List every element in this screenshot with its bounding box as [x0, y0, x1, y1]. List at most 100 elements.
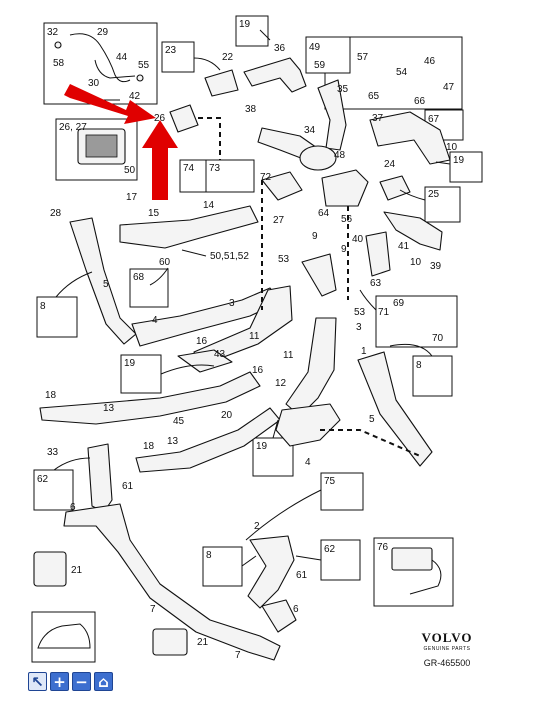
frame-25: [424, 186, 461, 223]
leader-19-mid: [160, 364, 215, 375]
callout: 29: [97, 27, 109, 38]
callout: 18: [143, 441, 155, 452]
callout: 73: [209, 163, 221, 174]
module-76: [391, 547, 433, 571]
zoom-out-icon[interactable]: −: [72, 672, 91, 691]
leader-75: [245, 489, 322, 541]
duct-37: [369, 111, 451, 165]
callout: 41: [398, 241, 410, 252]
callout: 48: [334, 150, 346, 161]
callout: 3: [356, 322, 362, 333]
red-arrow-diagonal: [64, 84, 156, 124]
callout: 5: [103, 279, 109, 290]
duct-26: [169, 104, 199, 133]
duct-2-61: [247, 535, 295, 609]
callout: 11: [249, 331, 260, 342]
vent-24: [379, 175, 411, 201]
callout: 50,51,52: [210, 251, 249, 262]
diagram-reference: GR-465500: [423, 658, 471, 668]
callout: 53: [278, 254, 290, 265]
frame-69-70: [375, 295, 458, 348]
callout: 72: [260, 172, 272, 183]
frame-62-bottom: [320, 539, 361, 581]
cable-30-44: [94, 59, 136, 79]
frame-8-bottom: [202, 546, 243, 587]
pointer-icon[interactable]: ↖: [28, 672, 47, 691]
clip-58: [54, 41, 62, 49]
callout: 68: [133, 272, 145, 283]
callout: 75: [324, 476, 336, 487]
callout: 9: [341, 244, 347, 255]
callout: 69: [393, 298, 405, 309]
callout: 64: [318, 208, 330, 219]
callout: 4: [305, 457, 311, 468]
callout: 19: [124, 358, 136, 369]
callout: 44: [116, 52, 128, 63]
callout: 54: [396, 67, 408, 78]
callout: 22: [222, 52, 234, 63]
duct-6-7-lower: [63, 503, 281, 661]
callout: 56: [341, 214, 353, 225]
callout: 66: [414, 96, 426, 107]
callout: 55: [138, 60, 150, 71]
callout: 13: [103, 403, 115, 414]
callout: 10: [410, 257, 422, 268]
leader-25: [399, 189, 426, 201]
vent-22: [204, 69, 239, 97]
volvo-brand-block: VOLVO GENUINE PARTS GR-465500: [417, 630, 477, 668]
callout: 16: [196, 336, 208, 347]
leader-8-right: [389, 343, 433, 357]
part-21-left: [33, 551, 67, 587]
home-icon[interactable]: ⌂: [94, 672, 113, 691]
duct-40: [365, 231, 391, 277]
duct-6-61: [87, 443, 113, 513]
callout: 3: [229, 298, 235, 309]
callout: 39: [430, 261, 442, 272]
callout: 71: [378, 307, 390, 318]
callout: 19: [239, 19, 251, 30]
callout: 40: [352, 234, 364, 245]
cable-29: [69, 33, 131, 83]
leader-62-left: [53, 457, 91, 471]
callout: 61: [122, 481, 134, 492]
leader-8-bottom: [241, 555, 257, 567]
callout: 19: [256, 441, 268, 452]
callout: 62: [324, 544, 336, 555]
callout: 27: [273, 215, 285, 226]
callout: 60: [159, 257, 171, 268]
dash-26-to-38: [198, 117, 221, 160]
callout: 47: [443, 82, 455, 93]
callout: 26, 27: [59, 122, 87, 133]
callout: 9: [312, 231, 318, 242]
frame-car-thumbnail: [31, 611, 96, 663]
callout: 30: [88, 78, 100, 89]
callout: 62: [37, 474, 49, 485]
duct-72-27: [261, 171, 303, 201]
callout: 76: [377, 542, 389, 553]
callout: 17: [126, 192, 138, 203]
display-screen: [85, 134, 118, 158]
leader-19-right: [435, 161, 451, 165]
part-21-bottom: [152, 628, 188, 656]
dash-to-75: [320, 429, 421, 457]
duct-12-4: [275, 403, 341, 447]
callout: 61: [296, 570, 308, 581]
frame-49-59: [305, 36, 351, 74]
callout: 46: [424, 56, 436, 67]
callout: 12: [275, 378, 287, 389]
frame-19-low: [252, 437, 294, 477]
callout: 70: [432, 333, 444, 344]
duct-16-43: [177, 349, 233, 373]
duct-18-13-45: [39, 371, 261, 425]
zoom-in-icon[interactable]: +: [50, 672, 69, 691]
callout: 26: [154, 113, 166, 124]
callout: 21: [71, 565, 83, 576]
callout: 20: [221, 410, 233, 421]
frame-62-left: [33, 469, 74, 511]
callout: 32: [47, 27, 59, 38]
frame-8-right: [412, 355, 453, 397]
housing-56: [321, 169, 369, 207]
viewer-toolbar: ↖ + − ⌂: [28, 672, 113, 691]
callout: 14: [203, 200, 215, 211]
callout: 8: [416, 360, 422, 371]
